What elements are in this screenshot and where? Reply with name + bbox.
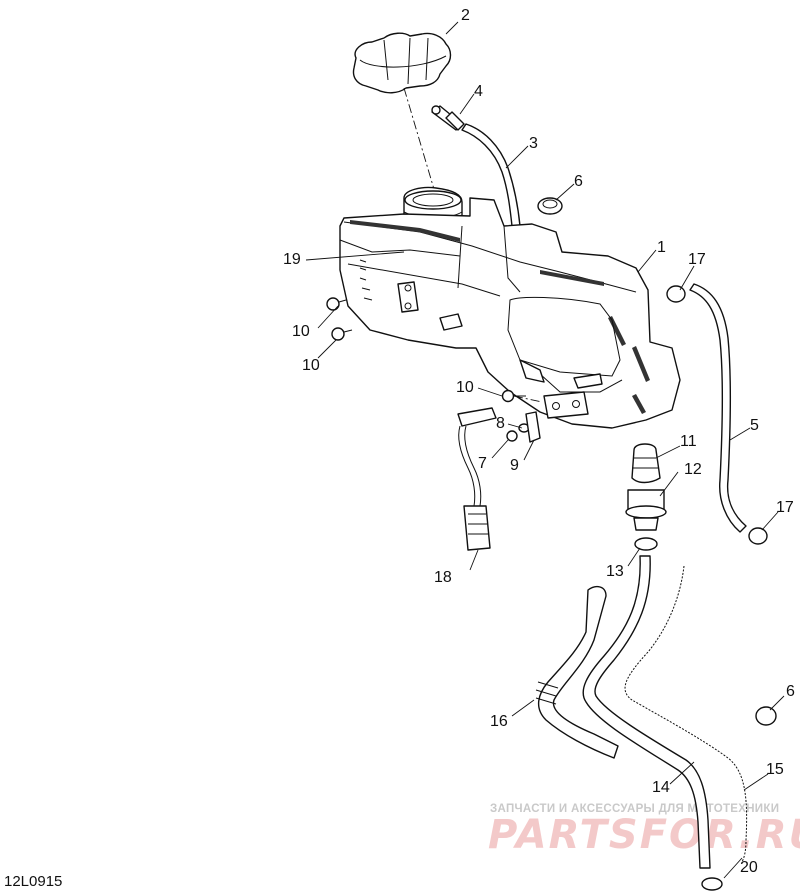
cap-centerline — [403, 87, 437, 197]
callout-19: 19 — [283, 251, 301, 268]
breather-hose-part[interactable] — [535, 585, 619, 759]
callout-1: 1 — [657, 239, 666, 256]
callout-18: 18 — [434, 569, 452, 586]
callout-2: 2 — [461, 7, 470, 24]
callout-10-b: 10 — [302, 357, 320, 374]
sensor-bracket-part[interactable] — [525, 411, 541, 443]
return-hose-part[interactable] — [689, 283, 747, 533]
callout-9: 9 — [510, 457, 519, 474]
callout-17-lower: 17 — [776, 499, 794, 516]
leader-lines — [305, 21, 785, 879]
callouts: 2 4 3 6 1 17 19 10 10 10 8 7 9 11 12 5 1… — [283, 7, 795, 876]
clamp-17-upper-part[interactable] — [666, 285, 686, 303]
bolt-c-centerline — [513, 395, 543, 403]
spring-part[interactable] — [624, 565, 748, 863]
callout-6-upper: 6 — [574, 173, 583, 190]
clamp-lower-part[interactable] — [755, 706, 777, 726]
callout-6-lower: 6 — [786, 683, 795, 700]
vent-fitting-part[interactable] — [431, 105, 465, 131]
callout-14: 14 — [652, 779, 670, 796]
callout-15: 15 — [766, 761, 784, 778]
watermark: ЗАПЧАСТИ И АКСЕССУАРЫ ДЛЯ МОТОТЕХНИКИ PA… — [488, 803, 800, 858]
bolt-a-part[interactable] — [326, 297, 347, 311]
callout-16: 16 — [490, 713, 508, 730]
filler-cap-part[interactable] — [352, 32, 452, 94]
watermark-logo: PARTSFOR.RU — [488, 812, 800, 858]
callout-8: 8 — [496, 415, 505, 432]
callout-11: 11 — [680, 433, 697, 450]
level-sensor-harness-part[interactable] — [457, 407, 497, 551]
callout-4: 4 — [474, 83, 483, 100]
diagram-reference-code: 12L0915 — [4, 873, 62, 890]
callout-10-a: 10 — [292, 323, 310, 340]
valve-adapter-part[interactable] — [625, 489, 667, 531]
callout-7: 7 — [478, 455, 487, 472]
feed-hose-part[interactable] — [582, 555, 711, 869]
callout-5: 5 — [750, 417, 759, 434]
clamp-17-lower-part[interactable] — [748, 527, 768, 545]
nut-part[interactable] — [506, 430, 518, 442]
callout-17-upper: 17 — [688, 251, 706, 268]
oil-tank-part[interactable] — [339, 186, 681, 429]
check-valve-part[interactable] — [631, 443, 661, 484]
bolt-b-part[interactable] — [331, 327, 353, 341]
callout-10-c: 10 — [456, 379, 474, 396]
clamp-20-part[interactable] — [701, 877, 723, 891]
callout-20: 20 — [740, 859, 758, 876]
clamp-13-part[interactable] — [634, 537, 658, 551]
callout-13: 13 — [606, 563, 624, 580]
clamp-upper-part[interactable] — [537, 197, 563, 215]
callout-3: 3 — [529, 135, 538, 152]
callout-12: 12 — [684, 461, 702, 478]
